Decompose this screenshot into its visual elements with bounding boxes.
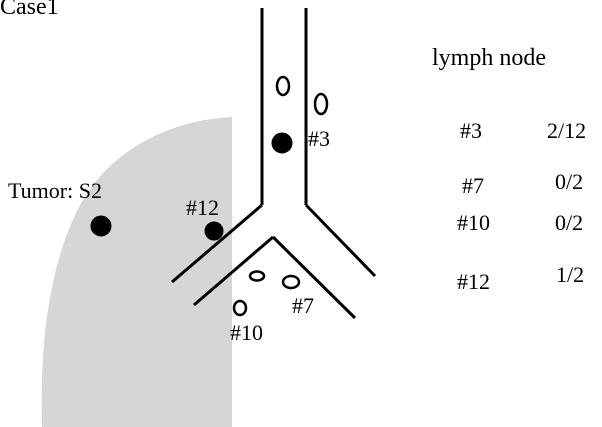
station-10-label: #10 [230, 320, 263, 345]
tumor-label: Tumor: S2 [8, 178, 102, 203]
node-3-open-b [315, 94, 327, 114]
station-3-label: #3 [308, 126, 330, 151]
node-12-positive [205, 222, 223, 240]
node-7-open-b [283, 276, 299, 288]
case-title: Case1 [0, 0, 59, 20]
node-10-open [234, 301, 246, 315]
table-ratio-3: 2/12 [547, 118, 586, 143]
station-7-label: #7 [292, 293, 314, 318]
table-station-12: #12 [457, 269, 490, 294]
table-ratio-10: 0/2 [555, 210, 583, 235]
table-station-10: #10 [457, 210, 490, 235]
table-ratio-12: 1/2 [556, 262, 584, 287]
station-12-label: #12 [186, 195, 219, 220]
right-bronchus-outer [306, 205, 375, 276]
node-7-open-a [250, 272, 264, 281]
legend-title: lymph node [432, 45, 546, 71]
lung-shape [42, 117, 232, 427]
node-3-open-a [277, 77, 289, 95]
node-3-positive [272, 133, 292, 153]
tumor-marker [91, 216, 111, 236]
table-station-7: #7 [462, 173, 484, 198]
table-station-3: #3 [460, 118, 482, 143]
table-ratio-7: 0/2 [555, 169, 583, 194]
